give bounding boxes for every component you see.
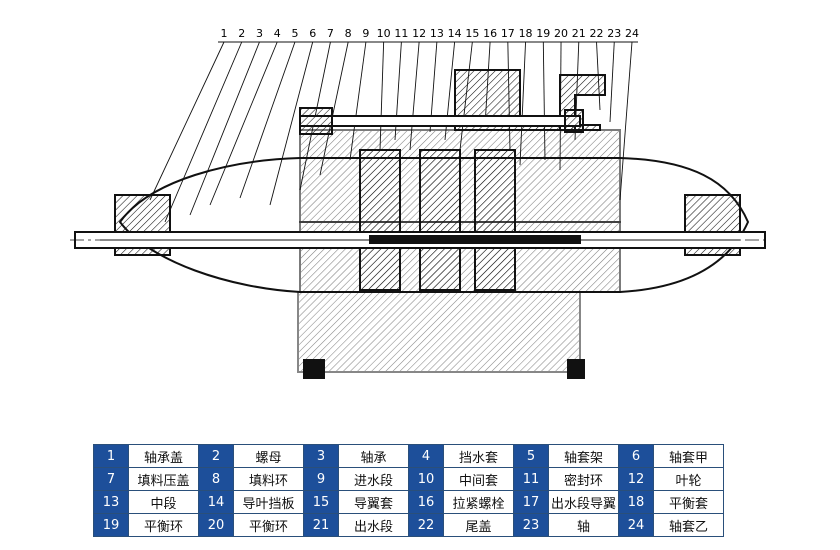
part-number: 4 xyxy=(408,444,444,468)
part-name: 轴套甲 xyxy=(653,444,724,468)
part-number: 18 xyxy=(618,490,654,514)
part-number: 14 xyxy=(198,490,234,514)
callout-number: 7 xyxy=(327,27,334,40)
part-number: 22 xyxy=(408,513,444,537)
leader-line xyxy=(149,41,225,201)
part-number: 12 xyxy=(618,467,654,491)
callout-number: 21 xyxy=(572,27,586,40)
part-name: 尾盖 xyxy=(443,513,514,537)
part-name: 出水段导翼 xyxy=(548,490,619,514)
callout-number: 3 xyxy=(256,27,263,40)
part-number: 10 xyxy=(408,467,444,491)
part-name: 轴承 xyxy=(338,444,409,468)
tie-bolt-nut-left xyxy=(299,107,333,135)
callout-number: 11 xyxy=(394,27,408,40)
part-number: 3 xyxy=(303,444,339,468)
callout-number: 2 xyxy=(238,27,245,40)
part-number: 23 xyxy=(513,513,549,537)
part-number: 15 xyxy=(303,490,339,514)
outer-casing xyxy=(118,157,750,293)
leader-line xyxy=(269,41,314,206)
part-number: 5 xyxy=(513,444,549,468)
part-name: 出水段 xyxy=(338,513,409,537)
callout-number: 24 xyxy=(625,27,639,40)
part-number: 13 xyxy=(93,490,129,514)
part-name: 中段 xyxy=(128,490,199,514)
callout-number: 17 xyxy=(501,27,515,40)
callout-number: 8 xyxy=(345,27,352,40)
part-number: 21 xyxy=(303,513,339,537)
callout-number: 18 xyxy=(519,27,533,40)
part-name: 填料压盖 xyxy=(128,467,199,491)
part-name: 填料环 xyxy=(233,467,304,491)
callout-number: 22 xyxy=(590,27,604,40)
part-name: 进水段 xyxy=(338,467,409,491)
callout-number: 15 xyxy=(465,27,479,40)
part-name: 叶轮 xyxy=(653,467,724,491)
leader-line xyxy=(239,41,296,199)
part-number: 20 xyxy=(198,513,234,537)
callout-number: 20 xyxy=(554,27,568,40)
callout-number: 16 xyxy=(483,27,497,40)
callout-number: 4 xyxy=(274,27,281,40)
part-number: 7 xyxy=(93,467,129,491)
leader-line xyxy=(619,41,633,201)
impeller xyxy=(419,149,461,291)
part-number: 16 xyxy=(408,490,444,514)
callout-number: 10 xyxy=(377,27,391,40)
part-name: 导翼套 xyxy=(338,490,409,514)
part-number: 2 xyxy=(198,444,234,468)
part-name: 挡水套 xyxy=(443,444,514,468)
part-name: 螺母 xyxy=(233,444,304,468)
part-number: 9 xyxy=(303,467,339,491)
part-name: 轴套架 xyxy=(548,444,619,468)
part-number: 17 xyxy=(513,490,549,514)
callout-number: 6 xyxy=(309,27,316,40)
callout-number: 12 xyxy=(412,27,426,40)
callout-number: 5 xyxy=(291,27,298,40)
tie-bolt-nut-right xyxy=(564,109,584,133)
callout-number: 19 xyxy=(536,27,550,40)
part-name: 轴承盖 xyxy=(128,444,199,468)
part-number: 6 xyxy=(618,444,654,468)
tie-bolt xyxy=(299,115,581,127)
callout-number: 9 xyxy=(362,27,369,40)
part-name: 平衡环 xyxy=(128,513,199,537)
callout-number: 1 xyxy=(221,27,228,40)
part-name: 中间套 xyxy=(443,467,514,491)
leader-line xyxy=(189,41,260,216)
foot-left xyxy=(303,359,325,379)
foot-right xyxy=(567,359,585,379)
part-name: 导叶挡板 xyxy=(233,490,304,514)
leader-line xyxy=(164,41,243,223)
impeller xyxy=(474,149,516,291)
part-name: 平衡环 xyxy=(233,513,304,537)
callout-number: 13 xyxy=(430,27,444,40)
callout-number: 14 xyxy=(448,27,462,40)
part-name: 密封环 xyxy=(548,467,619,491)
pump-base xyxy=(297,292,581,373)
leader-line xyxy=(609,41,615,123)
leader-line xyxy=(209,41,278,206)
part-name: 轴 xyxy=(548,513,619,537)
impeller xyxy=(359,149,401,291)
part-number: 1 xyxy=(93,444,129,468)
part-name: 拉紧螺栓 xyxy=(443,490,514,514)
part-name: 平衡套 xyxy=(653,490,724,514)
part-number: 19 xyxy=(93,513,129,537)
part-number: 8 xyxy=(198,467,234,491)
callout-number: 23 xyxy=(607,27,621,40)
part-number: 24 xyxy=(618,513,654,537)
part-number: 11 xyxy=(513,467,549,491)
part-name: 轴套乙 xyxy=(653,513,724,537)
